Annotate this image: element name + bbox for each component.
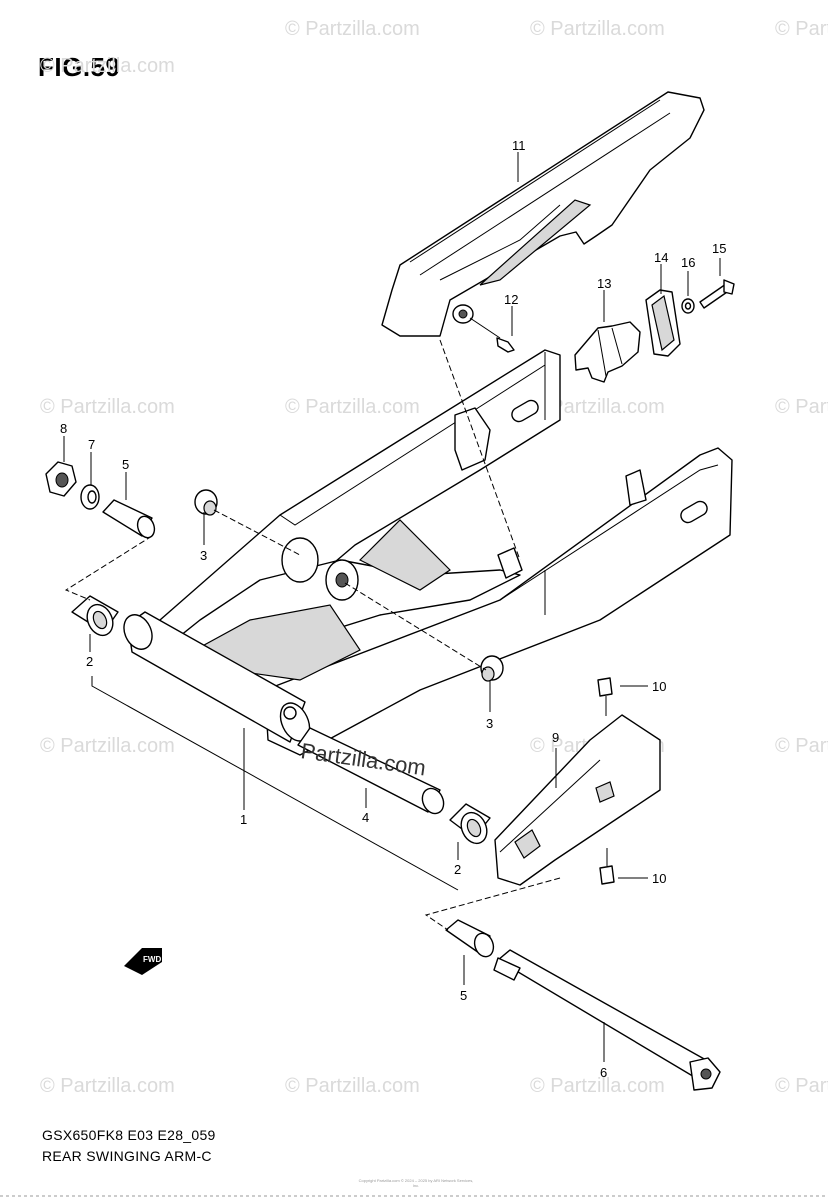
callout-4: 4 — [362, 810, 369, 825]
figure-title: FIG.59 — [38, 52, 121, 82]
chain-guide-part-9 — [494, 714, 661, 886]
bearing-part-3-upper — [194, 489, 218, 516]
watermark: © Partzilla.com — [530, 396, 665, 418]
watermark: © Partzilla.com — [40, 1075, 175, 1097]
callout-14: 14 — [654, 250, 668, 265]
diagram-caption: REAR SWINGING ARM-C — [42, 1148, 212, 1164]
watermark: © Partzilla.com — [285, 18, 420, 40]
callout-6: 6 — [600, 1065, 607, 1080]
collar-part-5-lower — [445, 919, 495, 958]
spacer-part-4 — [297, 727, 445, 815]
clamp-part-13 — [574, 321, 641, 383]
callout-15: 15 — [712, 241, 726, 256]
watermark: © Partzilla.com — [775, 396, 828, 418]
watermarks: © Partzilla.com © Partzilla.com © Partzi… — [40, 18, 828, 1097]
watermark: © Partzilla.com — [775, 1075, 828, 1097]
washer-part-7 — [80, 484, 100, 510]
collar-part-5-upper — [102, 499, 156, 539]
fwd-label: FWD — [143, 955, 161, 964]
callout-3: 3 — [486, 716, 493, 731]
pad-part-14 — [645, 289, 681, 357]
leader-lines — [63, 152, 721, 1062]
callout-10: 10 — [652, 679, 666, 694]
callout-7: 7 — [88, 437, 95, 452]
callout-5: 5 — [460, 988, 467, 1003]
nut-part-8 — [45, 461, 77, 497]
callout-9: 9 — [552, 730, 559, 745]
callouts: 11 12 13 14 15 16 8 7 5 3 2 3 1 4 2 9 10… — [60, 138, 726, 1080]
watermark: © Partzilla.com — [530, 1075, 665, 1097]
callout-2: 2 — [86, 654, 93, 669]
callout-3: 3 — [200, 548, 207, 563]
watermark: © Partzilla.com — [40, 396, 175, 418]
callout-13: 13 — [597, 276, 611, 291]
bearing-part-2-right — [449, 803, 491, 845]
watermark: © Partzilla.com — [530, 18, 665, 40]
bolt-part-10-lower — [599, 848, 615, 885]
watermark: © Partzilla.com — [775, 735, 828, 757]
callout-11: 11 — [512, 138, 526, 153]
watermark: © Partzilla.com — [285, 396, 420, 418]
callout-5: 5 — [122, 457, 129, 472]
watermark: © Partzilla.com — [40, 735, 175, 757]
callout-16: 16 — [681, 255, 695, 270]
callout-8: 8 — [60, 421, 67, 436]
bolt-part-10-upper — [597, 677, 613, 716]
axle-bolt-part-6 — [493, 949, 721, 1091]
forward-arrow-icon: FWD — [124, 948, 162, 975]
callout-12: 12 — [504, 292, 518, 307]
bolt-part-15 — [699, 279, 735, 309]
screw-part-12 — [469, 317, 515, 353]
callout-2: 2 — [454, 862, 461, 877]
watermark: © Partzilla.com — [775, 18, 828, 40]
bearing-part-3-lower — [480, 655, 504, 682]
washer-part-16 — [681, 298, 695, 314]
bearing-part-2-left — [71, 595, 119, 637]
watermark: © Partzilla.com — [285, 1075, 420, 1097]
model-code: GSX650FK8 E03 E28_059 — [42, 1127, 216, 1143]
copyright-notice: Copyright Partzilla.com © 2024 – 2025 by… — [358, 1178, 474, 1188]
swing-arm-part-1 — [123, 349, 733, 756]
watermark: © Partzilla.com — [40, 55, 175, 77]
chain-cover-part-11 — [381, 91, 705, 337]
callout-10: 10 — [652, 871, 666, 886]
callout-1: 1 — [240, 812, 247, 827]
